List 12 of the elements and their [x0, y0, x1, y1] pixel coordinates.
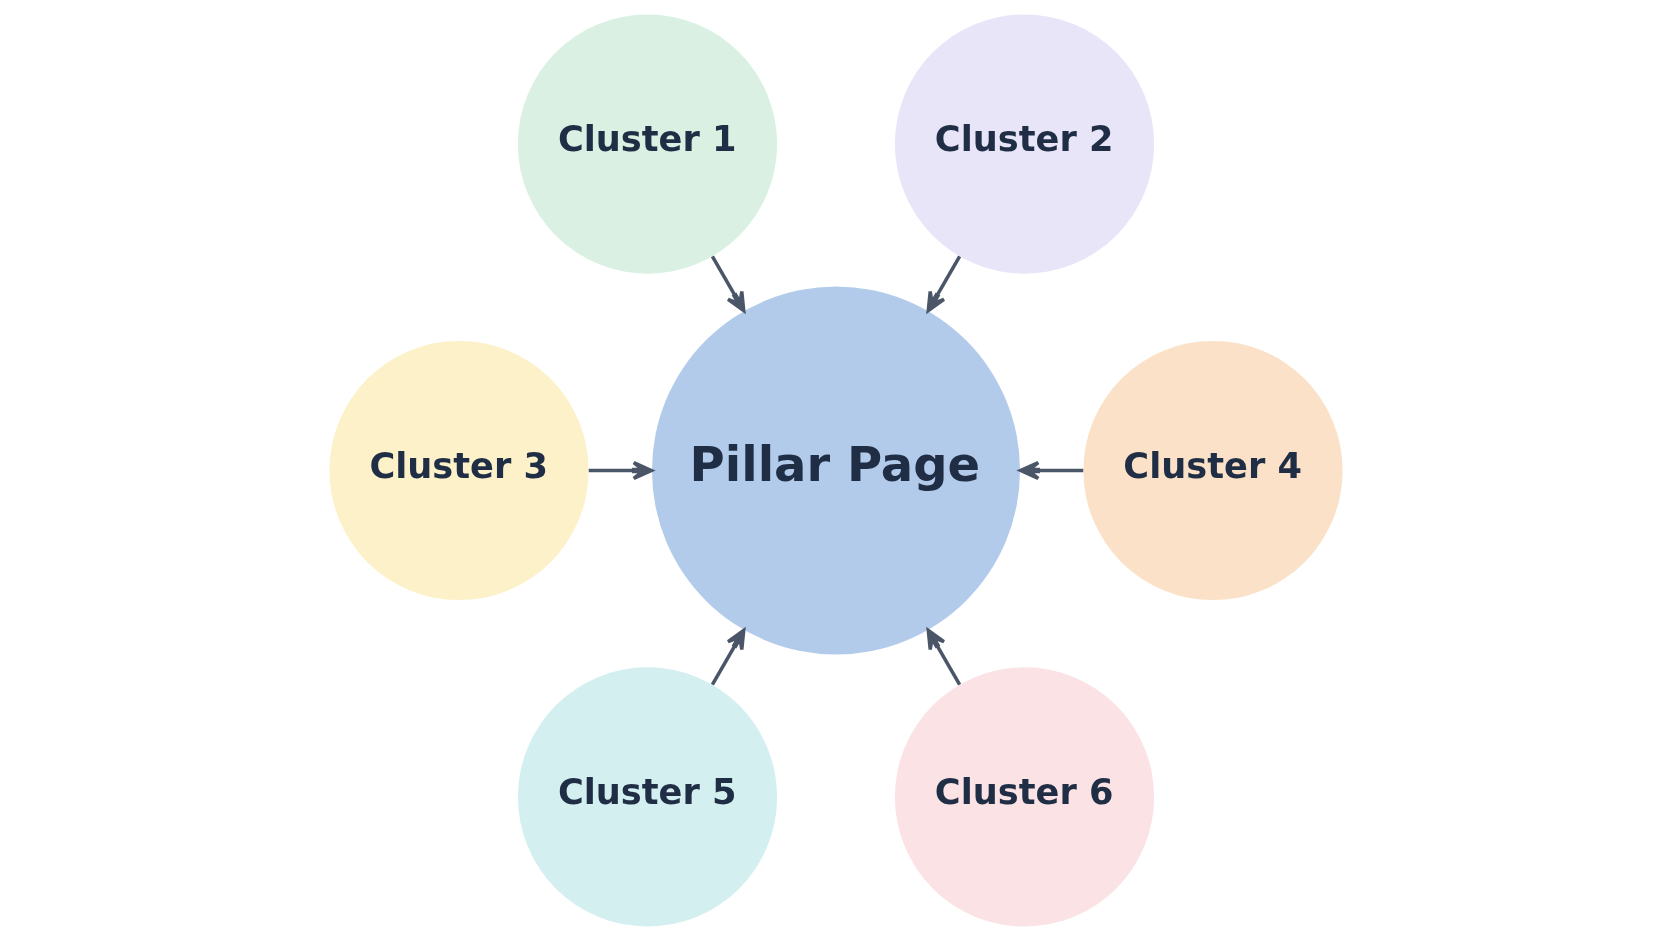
node-circle: Cluster 3	[329, 340, 589, 601]
node-circle: Cluster 2	[894, 14, 1155, 274]
node-circle: Cluster 6	[894, 667, 1155, 927]
node-circle: Cluster 5	[517, 667, 778, 927]
arrow	[926, 255, 962, 313]
arrow	[926, 628, 962, 686]
arrow	[710, 255, 746, 313]
node-circle: Cluster 1	[517, 14, 778, 274]
node-circle: Cluster 4	[1083, 340, 1343, 601]
arrow	[1018, 460, 1084, 481]
arrow	[588, 460, 654, 481]
arrow	[710, 628, 746, 686]
